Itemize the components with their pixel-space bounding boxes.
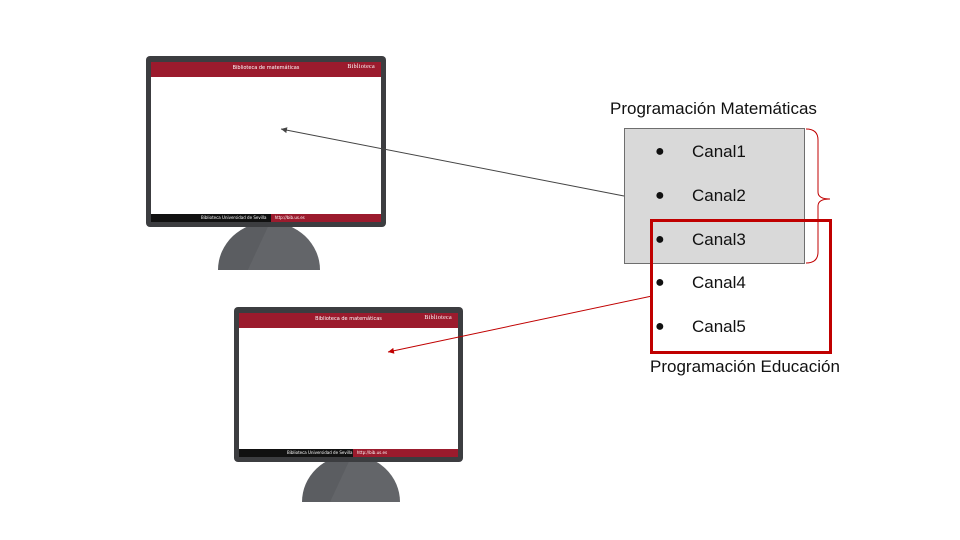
monitor-2-title: Biblioteca de matemáticas [315,316,382,322]
monitor-2-header: Biblioteca de matemáticas Biblioteca [239,313,458,328]
monitor-2: Biblioteca de matemáticas Biblioteca Bib… [234,307,463,462]
channel-label: Canal4 [692,273,746,292]
heading-programacion-educacion: Programación Educación [650,357,840,376]
monitor-1-title: Biblioteca de matemáticas [232,65,300,71]
arrow-educacion-to-monitor-2 [387,295,653,354]
channel-label: Canal1 [692,142,746,161]
educacion-group-box [650,219,832,354]
arrow-matematicas-to-monitor-1 [280,127,625,197]
monitor-1-header: Biblioteca de matemáticas Biblioteca [151,62,381,77]
bullet-icon: ● [655,187,665,204]
channel-label: Canal2 [692,186,746,205]
monitor-2-screen: Biblioteca de matemáticas Biblioteca Bib… [239,313,458,457]
monitor-1-screen: Biblioteca de matemáticas Biblioteca Bib… [151,62,381,222]
monitor-1-footer-red: http://bib.us.es [270,214,381,222]
channel-label: Canal5 [692,317,746,336]
heading-programacion-matematicas: Programación Matemáticas [610,99,817,118]
monitor-1-footer: Biblioteca Universidad de Sevilla http:/… [151,214,381,222]
monitor-1-logo: Biblioteca [347,64,375,70]
monitor-1-footer-left: Biblioteca Universidad de Sevilla [201,215,267,220]
matematicas-group-box [624,128,805,264]
bullet-icon: ● [655,274,665,291]
monitor-2-footer: Biblioteca Universidad de Sevilla http:/… [239,449,458,457]
brace-matematicas [805,128,831,264]
monitor-2-logo: Biblioteca [424,315,452,321]
channel-label: Canal3 [692,230,746,249]
monitor-2-footer-url: http://bib.us.es [356,450,388,455]
monitor-2-footer-left: Biblioteca Universidad de Sevilla [287,450,353,455]
monitor-1-footer-url: http://bib.us.es [274,215,305,220]
bullet-icon: ● [655,231,665,248]
monitor-2-footer-red: http://bib.us.es [352,449,458,457]
bullet-icon: ● [655,318,665,335]
bullet-icon: ● [655,143,665,160]
